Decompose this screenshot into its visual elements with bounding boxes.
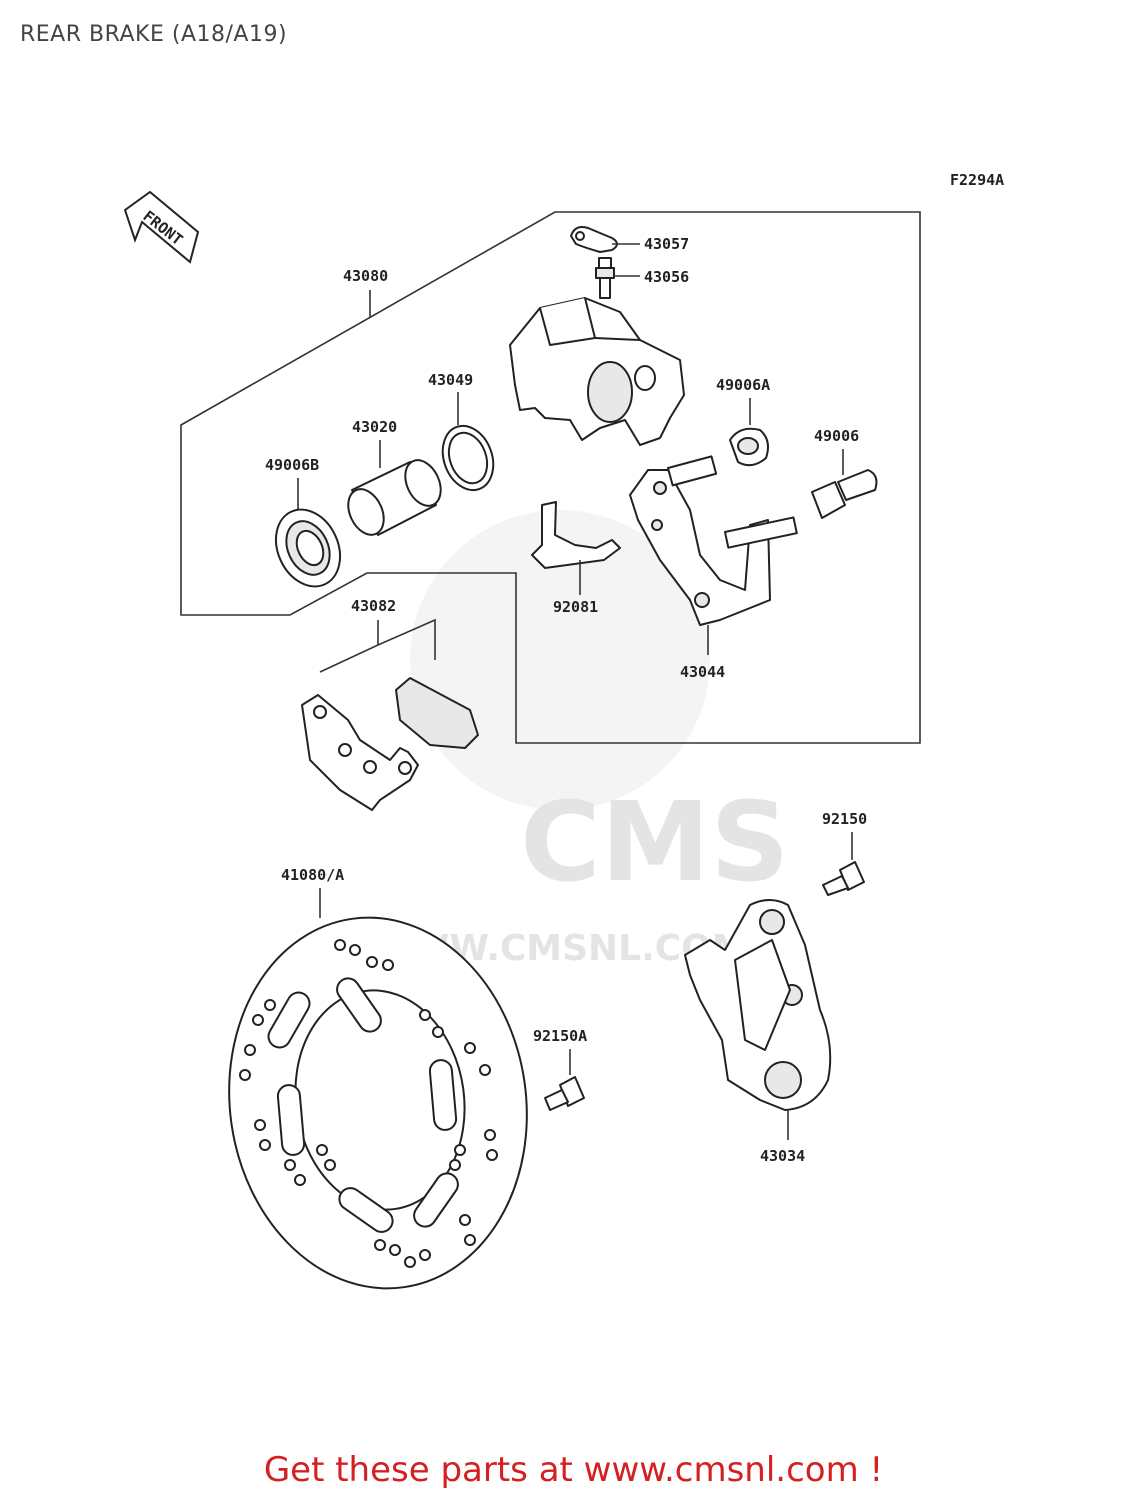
label-43080: 43080 — [343, 267, 388, 285]
parts-diagram: CMS WWW.CMSNL.COM F2294A FRONT 43080 430… — [123, 171, 1004, 1290]
part-43020 — [347, 459, 442, 536]
watermark-brand: CMS — [520, 778, 789, 906]
footer-promo-link[interactable]: Get these parts at www.cmsnl.com ! — [263, 1450, 884, 1490]
watermark-logo: CMS WWW.CMSNL.COM — [370, 510, 789, 969]
part-92150 — [822, 861, 865, 896]
part-49006B — [274, 508, 342, 588]
part-92081 — [531, 501, 621, 595]
label-92081: 92081 — [553, 598, 598, 616]
label-43049: 43049 — [428, 371, 473, 389]
part-caliper-body — [509, 297, 685, 446]
part-43082 — [301, 677, 479, 811]
label-92150A: 92150A — [533, 1027, 587, 1045]
label-43057: 43057 — [644, 235, 689, 253]
part-43056 — [595, 257, 640, 299]
label-43044: 43044 — [680, 663, 725, 681]
part-43049 — [441, 424, 495, 492]
label-43056: 43056 — [644, 268, 689, 286]
label-49006B: 49006B — [265, 456, 319, 474]
part-43044 — [629, 455, 798, 655]
label-43082: 43082 — [351, 597, 396, 615]
part-41080A-disc — [228, 916, 528, 1290]
page-title: REAR BRAKE (A18/A19) — [20, 22, 288, 47]
part-49006A — [729, 427, 769, 467]
label-92150: 92150 — [822, 810, 867, 828]
part-43057 — [570, 226, 640, 253]
front-arrow-icon: FRONT — [123, 190, 200, 264]
part-43034 — [684, 899, 832, 1140]
part-92150A — [544, 1076, 585, 1111]
label-49006A: 49006A — [716, 376, 770, 394]
label-41080A: 41080/A — [281, 866, 344, 884]
label-43034: 43034 — [760, 1147, 805, 1165]
part-49006 — [811, 469, 878, 519]
figure-code: F2294A — [950, 171, 1004, 189]
label-49006: 49006 — [814, 427, 859, 445]
label-43020: 43020 — [352, 418, 397, 436]
